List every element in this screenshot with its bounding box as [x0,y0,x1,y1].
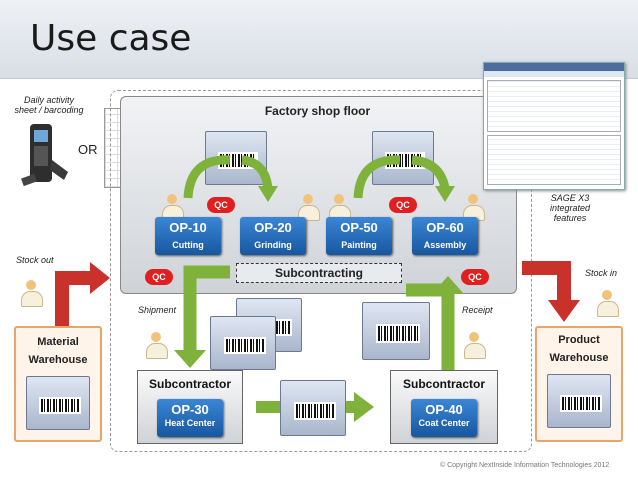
shipping-clerk-icon [145,332,168,359]
op-code: OP-10 [169,220,207,235]
flow-arc-arrow [353,155,455,202]
subcontractor-label: Subcontractor [148,377,231,391]
op-box-op30: OP-30 Heat Center [157,399,223,437]
stock-out-arrow [55,262,110,326]
copyright-note: © Copyright NextInside Information Techn… [440,462,610,469]
shipment-arrow [174,265,230,368]
stock-in-note: Stock in [585,268,618,278]
op-code: OP-50 [340,220,378,235]
warehouse-label: Warehouse [28,354,88,366]
stock-in-arrow [522,261,580,322]
qc-badge: QC [145,269,173,285]
crate-icon [362,302,430,360]
subcontracting-label: Subcontracting [236,263,402,283]
op-code: OP-30 [171,402,209,417]
qc-badge: QC [389,197,417,213]
op-code: OP-60 [426,220,464,235]
barcode-scanner-icon [21,124,68,187]
crate-icon [210,316,276,370]
subcontractor-label: Subcontractor [402,377,485,391]
op-name: Coat Center [418,418,470,428]
shipment-note: Shipment [138,305,177,315]
op-name: Painting [341,240,377,250]
stock-out-note: Stock out [16,255,54,265]
stock-clerk-icon [596,290,619,317]
op-code: OP-20 [254,220,292,235]
sage-features-note: SAGE X3 integrated features [549,193,591,223]
subcontractor-coat-center: Subcontractor OP-40 Coat Center [390,370,498,444]
op-box-op10: OP-10 Cutting [155,217,221,255]
sage-x3-screenshot [483,62,625,190]
crate-icon [26,376,90,430]
op-box-op50: OP-50 Painting [326,217,392,255]
subcontractor-heat-center: Subcontractor OP-30 Heat Center [137,370,243,444]
qc-badge: QC [207,197,235,213]
receiving-clerk-icon [463,332,486,359]
op-code: OP-40 [425,402,463,417]
receipt-arrow [406,276,464,370]
warehouse-label: Product [558,334,600,346]
op-name: Heat Center [164,418,216,428]
op-box-op60: OP-60 Assembly [412,217,478,255]
factory-shop-floor [120,96,517,294]
op-box-op20: OP-20 Grinding [240,217,306,255]
product-warehouse: Product Warehouse [535,326,623,442]
flow-arc-arrow [183,155,278,202]
title-bar [0,0,638,79]
daily-activity-note: Daily activity sheet / barcoding [14,95,84,115]
receipt-note: Receipt [462,305,493,315]
or-label: OR [78,142,98,157]
warehouse-label: Material [37,336,79,348]
warehouse-label: Warehouse [549,352,609,364]
factory-title: Factory shop floor [264,104,371,118]
op-name: Assembly [423,240,467,250]
op-box-op40: OP-40 Coat Center [411,399,477,437]
crate-icon [280,380,346,436]
material-warehouse: Material Warehouse [14,326,102,442]
op-name: Grinding [254,240,292,250]
op-name: Cutting [172,240,204,250]
crate-icon [547,374,611,428]
slide-title: Use case [30,18,192,59]
qc-badge: QC [461,269,489,285]
stock-clerk-icon [20,280,43,307]
